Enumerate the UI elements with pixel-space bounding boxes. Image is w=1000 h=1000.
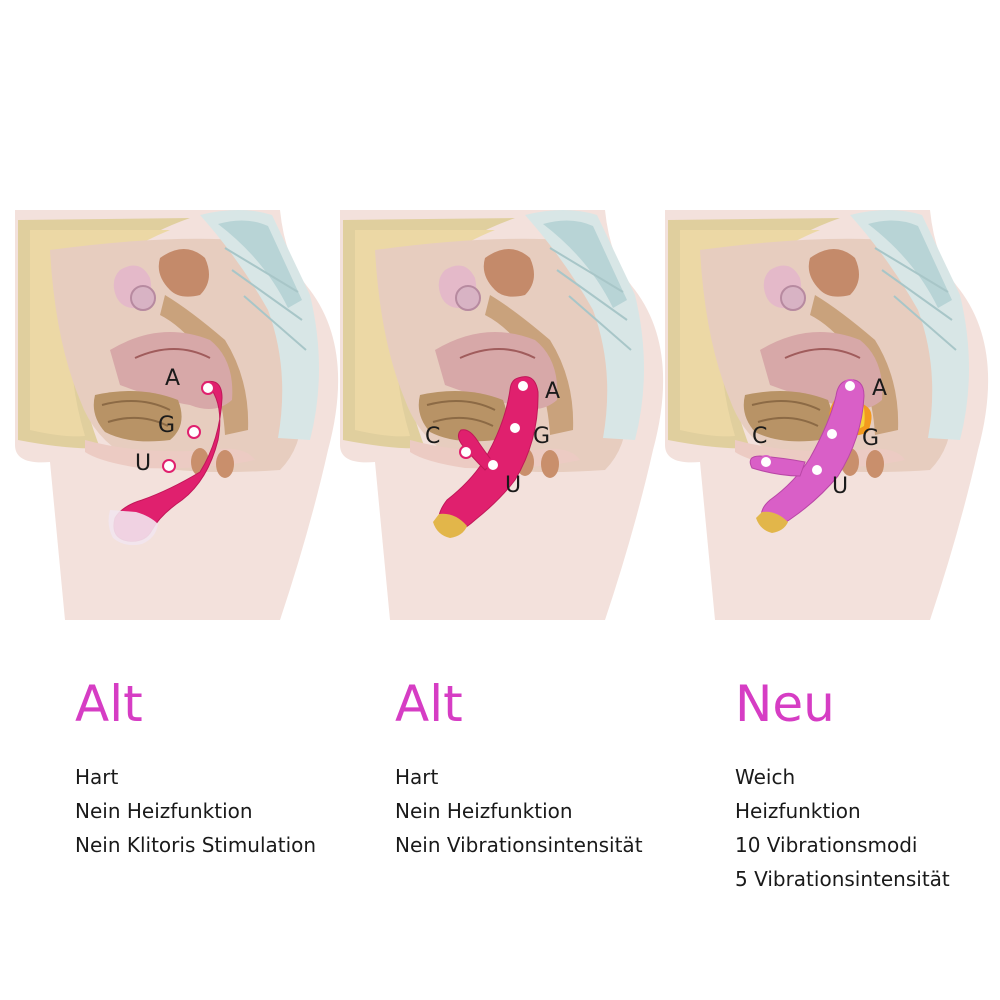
feature-item: 10 Vibrationsmodi — [735, 833, 918, 857]
feature-item: 5 Vibrationsintensität — [735, 867, 950, 891]
panel-heading: Alt — [75, 675, 143, 733]
anatomy-illustration — [15, 210, 339, 620]
vibrator-straight: A G U — [108, 366, 223, 546]
zone-u-label: U — [505, 473, 521, 498]
zone-u-label: U — [832, 474, 848, 499]
feature-item: Nein Heizfunktion — [395, 799, 573, 823]
feature-item: Nein Klitoris Stimulation — [75, 833, 317, 857]
feature-item: Nein Heizfunktion — [75, 799, 253, 823]
feature-list: Hart Nein Heizfunktion Nein Vibrationsin… — [395, 760, 643, 862]
zone-a-label: A — [872, 376, 887, 401]
anatomy-illustration — [340, 210, 664, 620]
zone-a-label: A — [165, 366, 180, 391]
feature-item: Hart — [395, 765, 439, 789]
feature-item: Hart — [75, 765, 119, 789]
anatomy-panel-2: A G U C — [335, 200, 665, 630]
feature-item: Heizfunktion — [735, 799, 861, 823]
feature-list: Weich Heizfunktion 10 Vibrationsmodi 5 V… — [735, 760, 950, 896]
vibrator-heated-rabbit: A G U C — [749, 376, 887, 533]
vibrator-rabbit: A G U C — [425, 376, 560, 538]
feature-item: Weich — [735, 765, 796, 789]
zone-g-label: G — [862, 426, 879, 451]
caption-panel-3: Neu Weich Heizfunktion 10 Vibrationsmodi… — [735, 670, 950, 896]
caption-panel-2: Alt Hart Nein Heizfunktion Nein Vibratio… — [395, 670, 643, 862]
zone-u-label: U — [135, 451, 151, 476]
panel-heading: Neu — [735, 675, 835, 733]
zone-c-label: C — [752, 424, 767, 449]
feature-list: Hart Nein Heizfunktion Nein Klitoris Sti… — [75, 760, 316, 862]
panel-heading: Alt — [395, 675, 463, 733]
anatomy-panel-3: A G U C — [660, 200, 990, 630]
zone-g-label: G — [533, 424, 550, 449]
zone-a-label: A — [545, 379, 560, 404]
zone-g-label: G — [158, 413, 175, 438]
zone-c-label: C — [425, 424, 440, 449]
anatomy-illustration — [665, 210, 989, 620]
caption-panel-1: Alt Hart Nein Heizfunktion Nein Klitoris… — [75, 670, 316, 862]
anatomy-panel-1: A G U — [10, 200, 340, 630]
feature-item: Nein Vibrationsintensität — [395, 833, 643, 857]
